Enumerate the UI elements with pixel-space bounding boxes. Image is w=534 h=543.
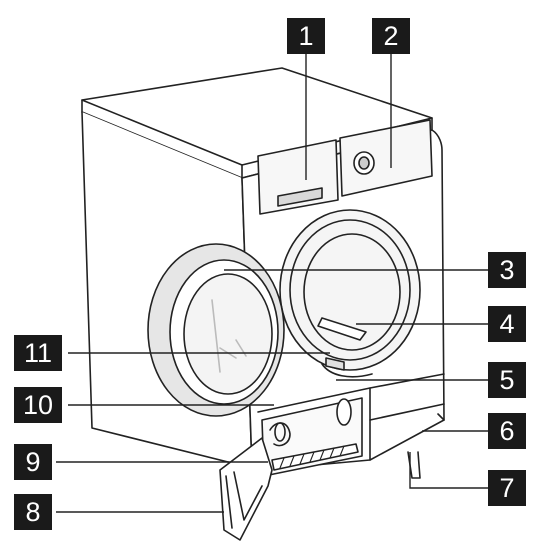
callout-1: 1: [287, 18, 325, 54]
leader-line-7: [409, 452, 488, 489]
callout-8: 8: [14, 494, 52, 530]
callout-10: 10: [14, 387, 62, 423]
service-flap-outline: [219, 437, 273, 541]
callout-5: 5: [488, 362, 526, 398]
control-panel-outline: [339, 119, 433, 197]
callout-6: 6: [488, 413, 526, 449]
callout-2: 2: [372, 18, 410, 54]
callout-7: 7: [488, 470, 526, 506]
callout-4: 4: [488, 306, 526, 342]
callout-9: 9: [14, 444, 52, 480]
callout-3: 3: [488, 252, 526, 288]
callout-11: 11: [14, 335, 62, 371]
